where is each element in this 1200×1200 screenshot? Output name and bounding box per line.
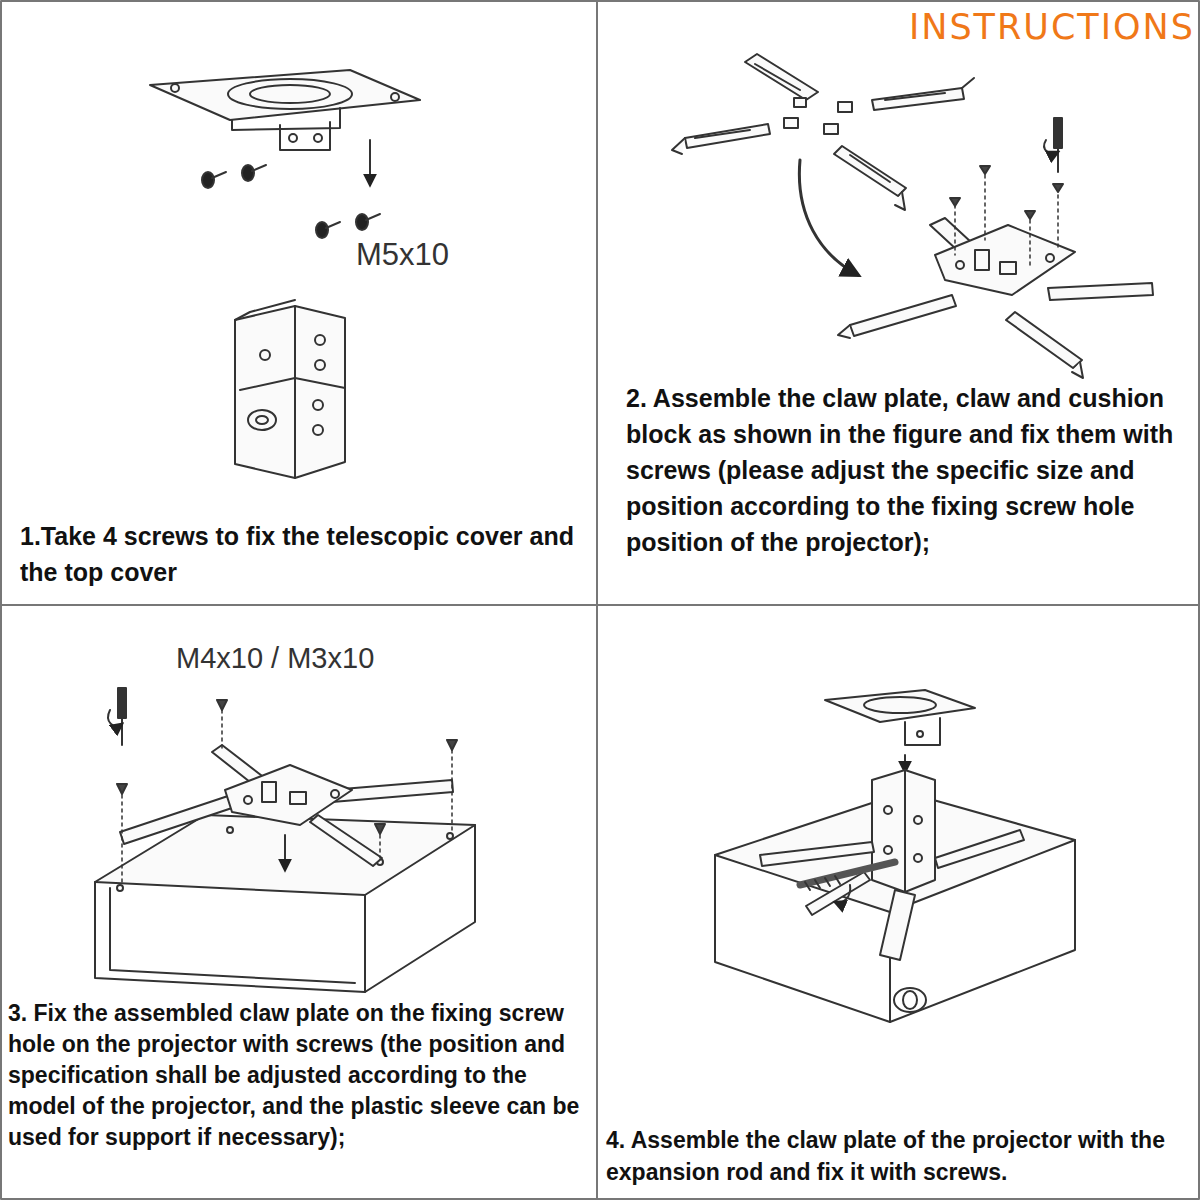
screwdriver [108, 688, 126, 745]
telescopic-cover [872, 770, 935, 892]
assembled-claw [838, 218, 1153, 378]
screw-size: M4x10 / M3x10 [176, 640, 476, 676]
direction-arrow [284, 835, 286, 870]
assembly-arrow [799, 160, 858, 275]
step-text: 4. Assemble the claw plate of the projec… [606, 1124, 1196, 1188]
projector-box [95, 815, 475, 992]
expansion-rod [800, 862, 895, 903]
claw-parts [672, 54, 974, 210]
screw-heads [950, 166, 1063, 219]
claw-plate [760, 830, 1024, 960]
step-text: 1.Take 4 screws to fix the telescopic co… [20, 518, 590, 590]
page-title: INSTRUCTIONS [860, 6, 1195, 48]
ceiling-plate [150, 70, 420, 150]
direction-arrow [369, 140, 371, 185]
step-text: 3. Fix the assembled claw plate on the f… [8, 998, 594, 1153]
screw-heads [117, 700, 457, 834]
screws [955, 175, 1058, 265]
screws [122, 710, 452, 885]
screws [202, 165, 380, 238]
telescopic-cover [235, 300, 345, 478]
ceiling-plate [825, 690, 975, 772]
claw-plate [120, 745, 453, 866]
screw-size: M5x10 [356, 236, 496, 274]
screwdriver [1044, 118, 1062, 172]
step-text: 2. Assemble the claw plate, claw and cus… [626, 380, 1194, 560]
